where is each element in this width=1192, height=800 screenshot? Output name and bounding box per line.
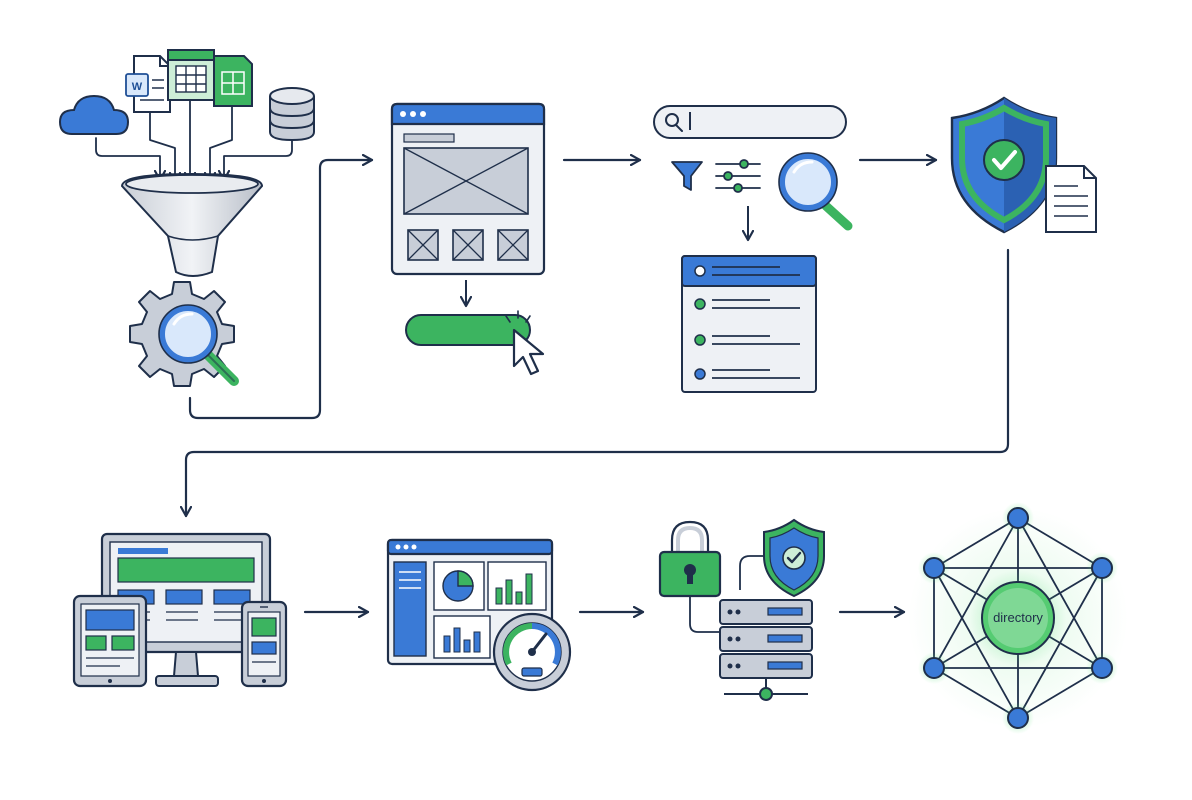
browser-wireframe-icon — [390, 102, 546, 276]
network-outer-nodes — [918, 502, 1118, 734]
step-verification — [950, 96, 1097, 234]
search-bar-icon — [653, 105, 847, 139]
server-stack-icon — [719, 599, 813, 701]
network-node-icon — [1086, 652, 1118, 684]
small-shield-icon — [763, 518, 825, 598]
result-list-icon — [681, 255, 817, 393]
cta-button-icon — [405, 310, 531, 346]
network-node-icon — [918, 552, 950, 584]
shield-check-icon — [950, 96, 1058, 234]
monitor-icon — [100, 532, 272, 687]
network-hub-center: directory — [970, 570, 1066, 666]
hub-label: directory — [993, 610, 1043, 625]
gear-search-icon — [129, 281, 239, 387]
step-search-and-filter — [653, 105, 853, 393]
step-network-hub: directory — [908, 502, 1128, 734]
gauge-icon — [492, 612, 572, 692]
connectors — [186, 160, 1010, 612]
step-wireframe-design — [390, 102, 546, 376]
network-node-icon — [1086, 552, 1118, 584]
document-icon — [1045, 165, 1097, 233]
database-icon — [269, 87, 315, 142]
padlock-icon — [658, 520, 722, 598]
network-node-icon — [918, 652, 950, 684]
step-data-aggregation: W — [58, 49, 315, 387]
network-node-icon — [1002, 702, 1034, 734]
spreadsheet-icon — [167, 49, 215, 101]
magnifier-icon — [778, 152, 853, 231]
network-edges — [933, 517, 1103, 719]
phone-icon — [240, 600, 288, 688]
green-sheet-icon — [213, 55, 253, 107]
word-doc-icon: W — [125, 55, 171, 113]
funnel-icon — [120, 172, 264, 277]
sliders-icon — [715, 159, 761, 193]
cursor-icon — [512, 328, 545, 376]
connector-verification-to-devices — [186, 248, 1010, 518]
connector-aggregation-to-wireframe — [188, 160, 374, 420]
filter-icon — [671, 161, 703, 191]
network-node-icon — [1002, 502, 1034, 534]
step-analytics-dashboard — [386, 538, 572, 692]
word-letter: W — [132, 81, 143, 93]
cloud-icon — [58, 94, 130, 135]
step-responsive-devices — [72, 532, 288, 688]
tablet-icon — [72, 594, 148, 688]
step-secure-hosting — [658, 518, 825, 701]
